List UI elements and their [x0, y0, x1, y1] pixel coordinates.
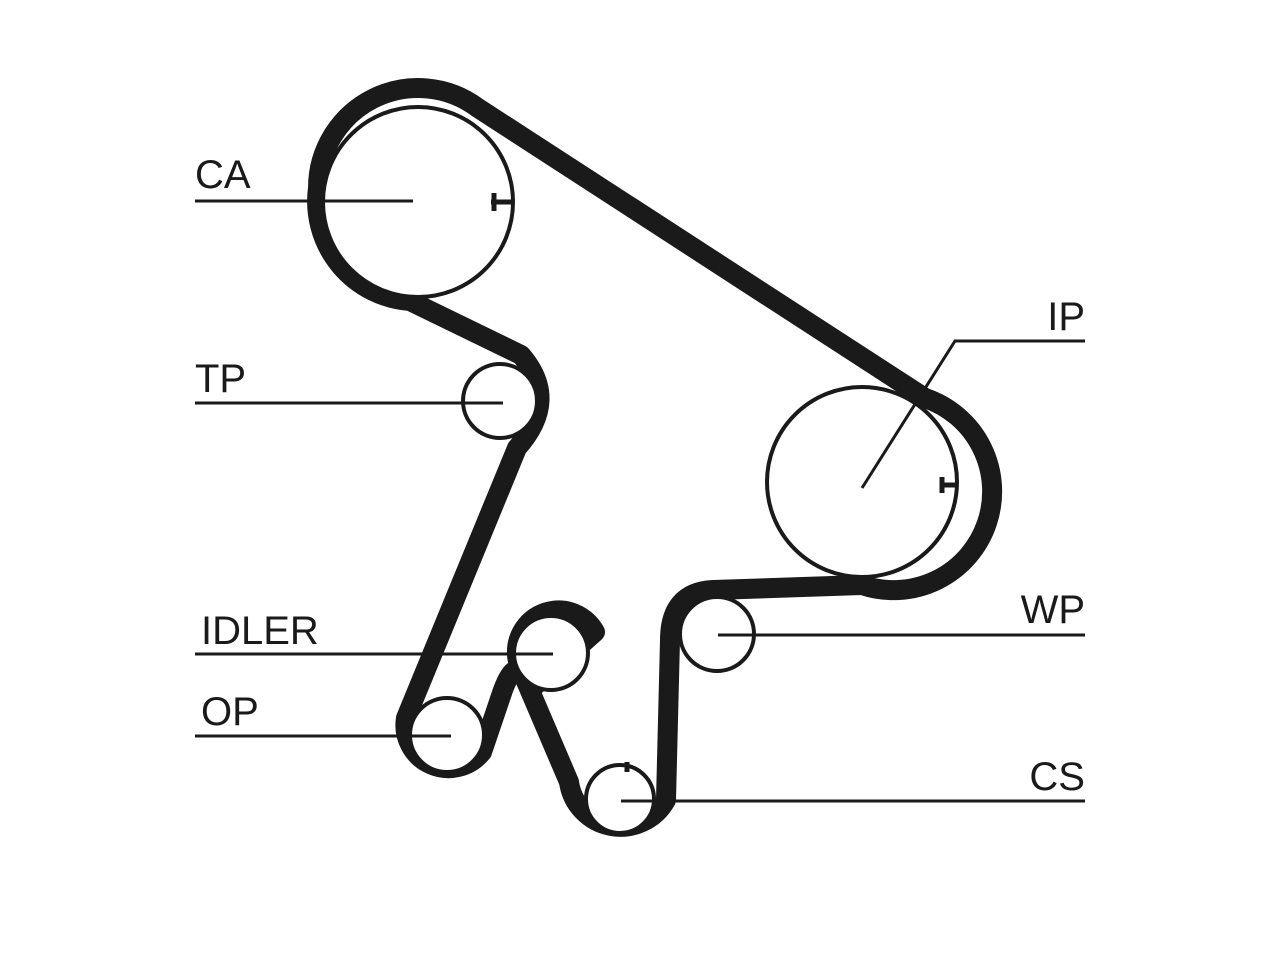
wp-label: WP: [1021, 588, 1085, 632]
timing-belt: [307, 78, 1003, 837]
op-label: OP: [201, 690, 259, 734]
ip-label: IP: [1047, 295, 1085, 339]
cs-label: CS: [1029, 755, 1085, 799]
idler-label: IDLER: [201, 609, 319, 653]
tensioner-pulley: [461, 362, 539, 440]
crankshaft-pulley: [584, 763, 656, 835]
tp-label: TP: [195, 357, 246, 401]
ip-leader-line: [860, 339, 1085, 489]
ca-label: CA: [195, 153, 251, 197]
injection-pump-pulley: [765, 385, 959, 579]
